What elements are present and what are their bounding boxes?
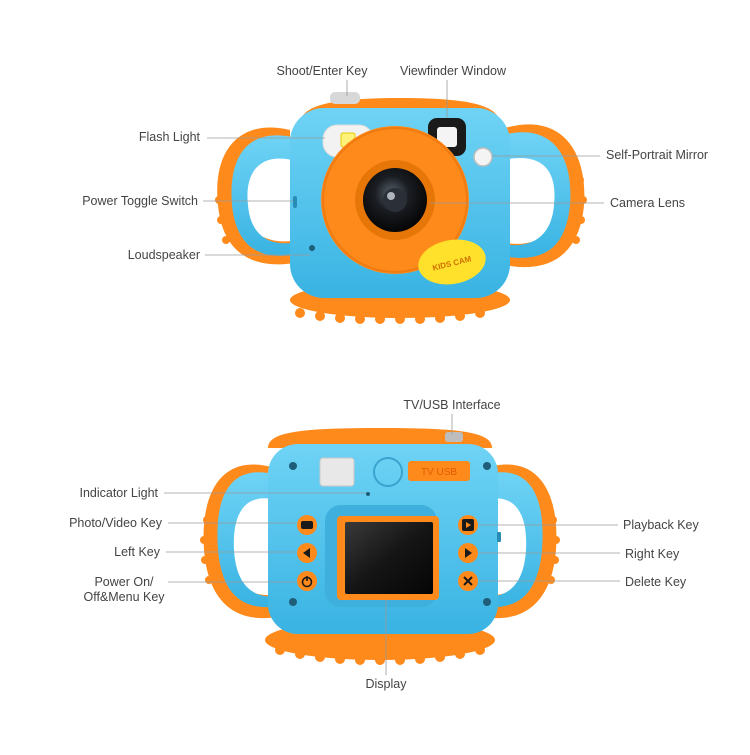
back-bumper-bumps <box>275 645 485 665</box>
side-slot <box>497 532 501 542</box>
front-left-handle <box>231 135 298 256</box>
tv-usb-plate-text: TV USB <box>421 467 457 478</box>
tv-usb-plate <box>408 461 470 481</box>
left-arrow-icon <box>303 548 310 558</box>
label-viewfinder-window: Viewfinder Window <box>399 64 507 78</box>
kids-cam-badge <box>418 239 486 285</box>
viewfinder-glass <box>437 127 457 147</box>
back-emboss-circle <box>373 457 403 487</box>
front-handle-bumps <box>215 176 587 244</box>
back-handle-bumps <box>200 516 560 584</box>
label-loudspeaker: Loudspeaker <box>127 248 200 262</box>
back-left-handle <box>217 472 280 608</box>
lens-center <box>383 188 407 212</box>
back-screws <box>289 462 491 606</box>
photo-video-icon <box>301 521 313 529</box>
label-shoot-enter-key: Shoot/Enter Key <box>276 64 368 78</box>
label-camera-lens: Camera Lens <box>610 196 686 210</box>
left-key[interactable] <box>297 543 317 563</box>
label-right-key: Right Key <box>625 547 680 561</box>
back-camera: TV USB <box>200 428 560 665</box>
front-leader-lines <box>203 80 604 256</box>
front-camera: KIDS CAM <box>215 92 587 324</box>
back-right-handle <box>480 472 543 608</box>
display-screen <box>345 522 433 594</box>
label-self-portrait-mirror: Self-Portrait Mirror <box>606 148 709 162</box>
right-arrow-icon <box>465 548 472 558</box>
delete-x-icon <box>463 576 473 586</box>
delete-key[interactable] <box>458 571 478 591</box>
label-delete-key: Delete Key <box>625 575 687 589</box>
right-key[interactable] <box>458 543 478 563</box>
loudspeaker-hole <box>309 245 315 251</box>
front-bumper-bumps <box>295 308 485 324</box>
label-flash-light: Flash Light <box>138 130 200 144</box>
label-power-menu-key: Power On/ Off&Menu Key <box>76 575 172 605</box>
indicator-light <box>366 492 370 496</box>
label-photo-video-key: Photo/Video Key <box>69 516 162 530</box>
label-power-toggle-switch: Power Toggle Switch <box>82 194 198 208</box>
shoot-enter-key-button[interactable] <box>330 92 360 104</box>
label-power-menu-key-line1: Power On/ <box>94 575 154 589</box>
label-tv-usb-interface: TV/USB Interface <box>403 398 501 412</box>
back-leader-lines <box>164 414 620 675</box>
power-toggle-switch[interactable] <box>293 196 297 208</box>
label-left-key: Left Key <box>114 545 160 559</box>
self-portrait-mirror <box>473 147 493 167</box>
playback-key[interactable] <box>458 515 478 535</box>
label-display: Display <box>365 677 407 691</box>
label-power-menu-key-line2: Off&Menu Key <box>83 590 165 604</box>
label-playback-key: Playback Key <box>623 518 699 532</box>
tv-usb-port-cover[interactable] <box>445 432 463 442</box>
front-right-handle <box>502 132 571 258</box>
power-menu-key[interactable] <box>297 571 317 591</box>
lens-glint <box>387 192 395 200</box>
photo-video-key[interactable] <box>297 515 317 535</box>
lens-ring-edge <box>322 127 468 273</box>
back-top-rim <box>268 428 492 448</box>
label-indicator-light: Indicator Light <box>79 486 158 500</box>
back-viewfinder <box>319 457 355 487</box>
